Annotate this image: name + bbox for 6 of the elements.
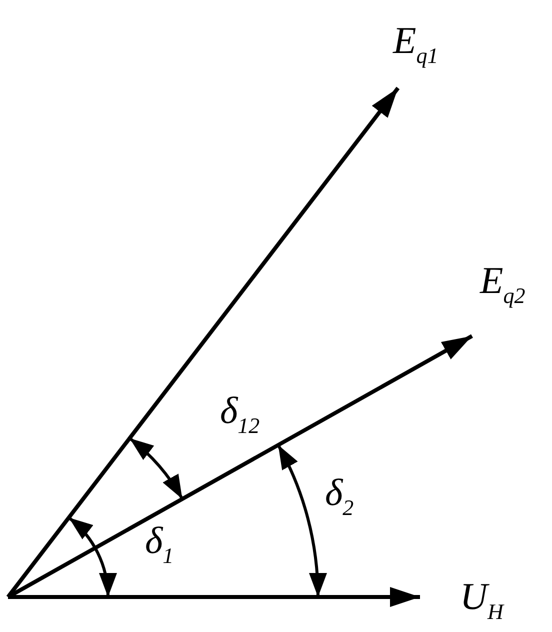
symbol-label: U$_{H}$: [460, 578, 504, 623]
symbol-label: E$_{q2}$: [480, 262, 526, 307]
symbol-label: δ$_{2}$: [325, 474, 354, 519]
symbol-label: δ$_{1}$: [145, 522, 174, 567]
symbol-label: δ$_{12}$: [220, 392, 260, 437]
symbol-label: E$_{q1}$: [393, 22, 438, 67]
